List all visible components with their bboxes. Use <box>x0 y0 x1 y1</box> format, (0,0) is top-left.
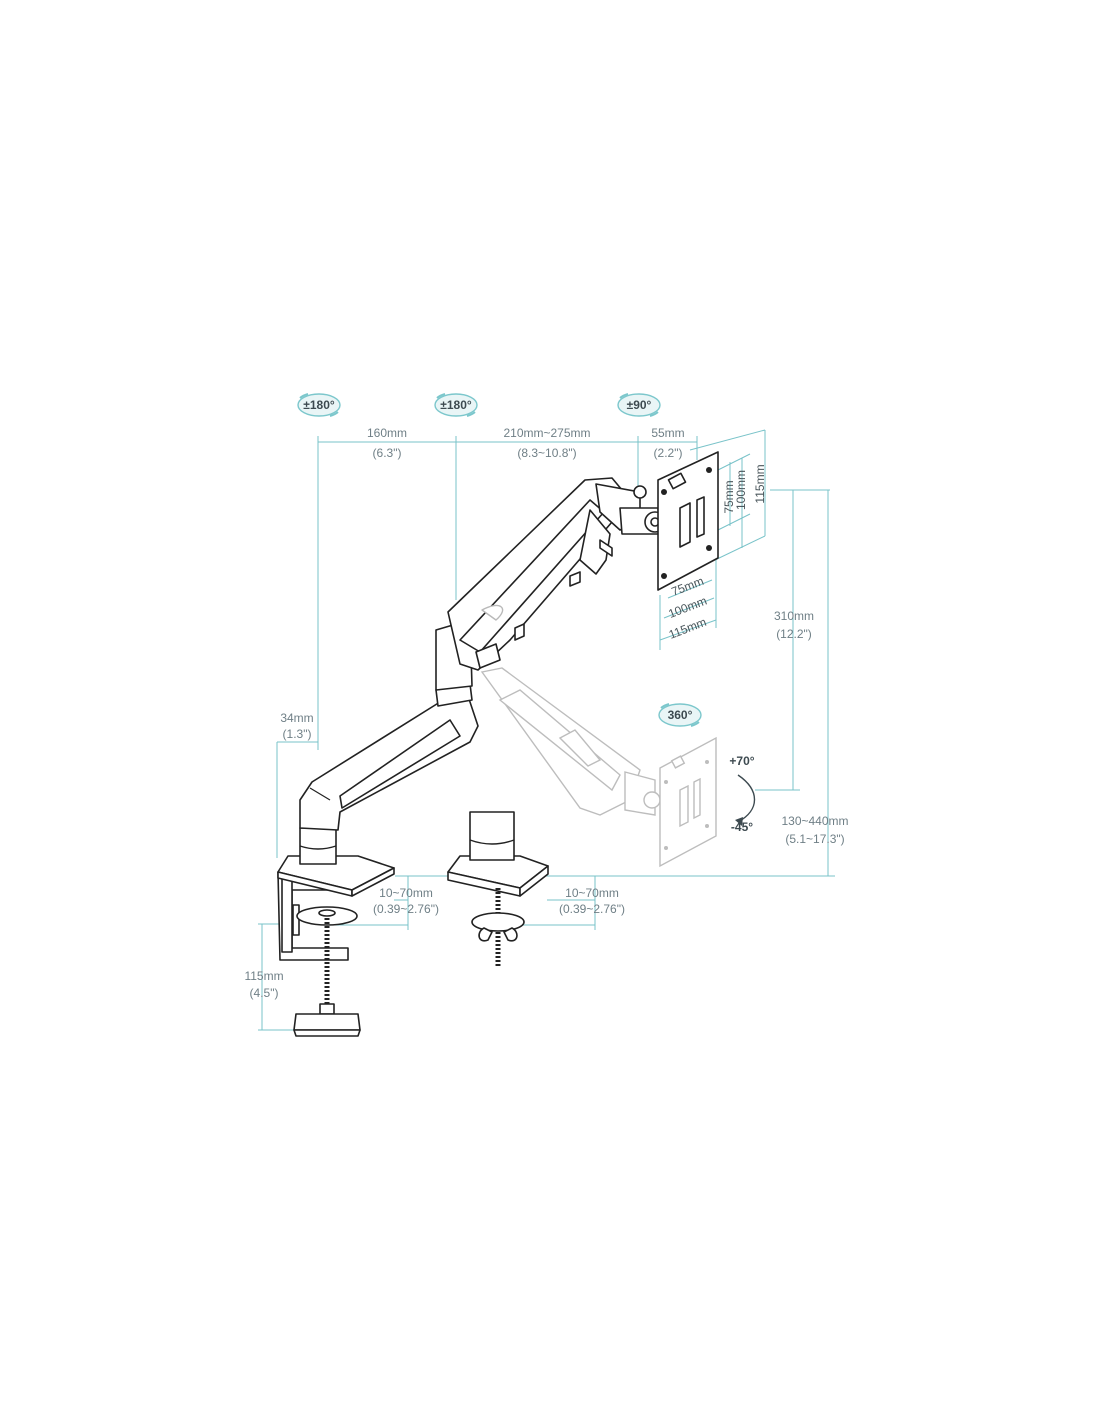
dim-height-travel-in: (12.2") <box>776 627 812 641</box>
clamp-base <box>277 855 395 1037</box>
arm-lowered-ghost <box>480 667 717 868</box>
rotation-badge-base: ±180° <box>297 393 341 417</box>
dim-forearm-mm: 210mm~275mm <box>503 426 590 440</box>
dim-grommet-desk-in: (0.39~2.76") <box>559 902 625 916</box>
rotation-badge-swivel: 360° <box>658 703 702 727</box>
dim-head-depth-mm: 55mm <box>651 426 684 440</box>
dim-forearm-in: (8.3~10.8") <box>517 446 576 460</box>
dim-offset-in: (1.3") <box>283 727 312 741</box>
dimension-lines-vesa <box>659 429 766 650</box>
dim-vesa-h-115: 115mm <box>753 464 767 503</box>
rotation-label-head: ±90° <box>627 398 652 412</box>
rotation-label-base: ±180° <box>303 398 335 412</box>
dim-grommet-desk-mm: 10~70mm <box>565 886 619 900</box>
tilt-down-label: -45° <box>731 820 753 834</box>
dim-vesa-h-100: 100mm <box>734 470 748 510</box>
rotation-badge-elbow: ±180° <box>434 393 478 417</box>
dim-clamp-desk-mm: 10~70mm <box>379 886 433 900</box>
dimension-lines-desk <box>258 876 596 1031</box>
rotation-label-swivel: 360° <box>668 708 693 722</box>
rotation-badge-head: ±90° <box>617 393 661 417</box>
dimension-lines-top <box>317 436 698 750</box>
dim-head-depth-in: (2.2") <box>654 446 683 460</box>
dim-height-range-mm: 130~440mm <box>781 814 848 828</box>
dim-offset-mm: 34mm <box>280 711 313 725</box>
dim-clamp-height-mm: 115mm <box>244 969 283 983</box>
tilt-up-label: +70° <box>729 754 754 768</box>
rotation-label-elbow: ±180° <box>440 398 472 412</box>
dim-clamp-desk-in: (0.39~2.76") <box>373 902 439 916</box>
arm-forearm <box>447 477 623 671</box>
dim-pole-elbow-in: (6.3") <box>373 446 402 460</box>
dim-height-travel-mm: 310mm <box>774 609 814 623</box>
tilt-arrow <box>737 774 755 823</box>
dim-height-range-in: (5.1~17.3") <box>785 832 844 846</box>
grommet-base <box>447 811 549 968</box>
arm-upper <box>299 619 479 865</box>
dim-vesa-h-75: 75mm <box>722 480 736 513</box>
dim-pole-elbow-mm: 160mm <box>367 426 407 440</box>
vesa-plate <box>657 451 719 591</box>
dim-clamp-height-in: (4.5") <box>250 986 279 1000</box>
